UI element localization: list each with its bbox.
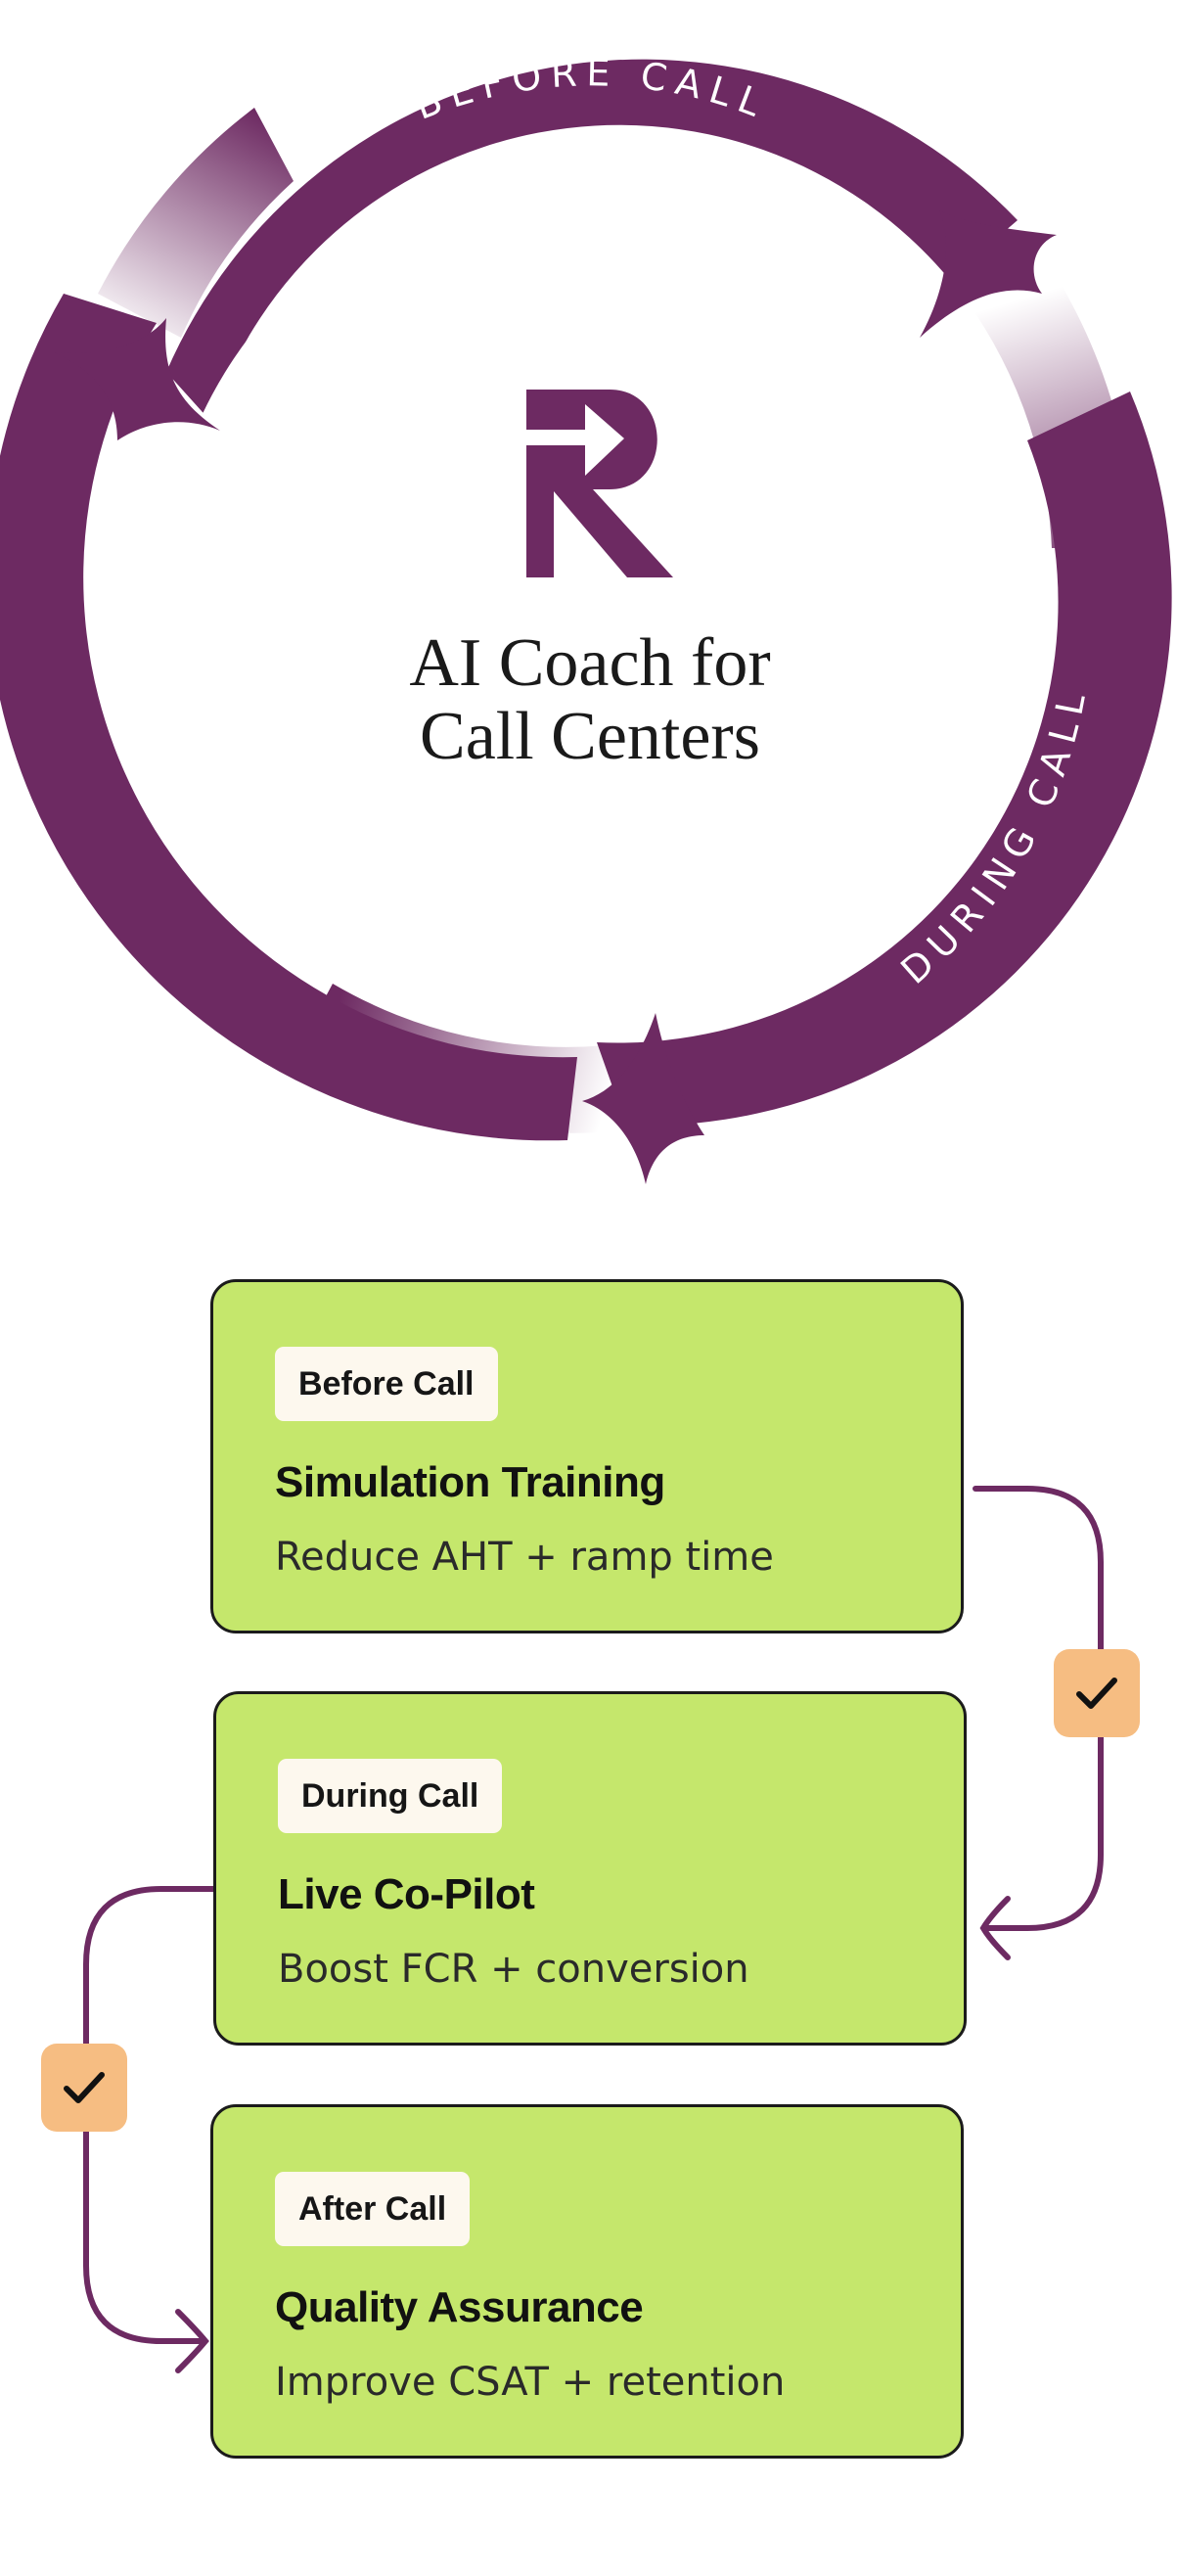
connector-arrowhead-left <box>175 2309 209 2373</box>
stage-title: Quality Assurance <box>275 2283 644 2331</box>
stage-card-before-call: Before Call Simulation Training Reduce A… <box>210 1279 964 1633</box>
center-title-line-2: Call Centers <box>420 699 760 774</box>
stage-subtitle: Boost FCR + conversion <box>278 1947 749 1992</box>
stage-card-during-call: During Call Live Co-Pilot Boost FCR + co… <box>213 1691 967 2046</box>
connector-arrowhead-right <box>979 1896 1011 1960</box>
arrowhead-before-call <box>920 210 1057 338</box>
checkmark-icon <box>1076 1678 1117 1709</box>
ring-fade-upper-left <box>98 108 294 338</box>
check-badge <box>1054 1649 1140 1737</box>
center-title-line-1: AI Coach for <box>409 625 770 701</box>
stage-title: Live Co-Pilot <box>278 1870 535 1918</box>
stage-tag: During Call <box>278 1759 503 1833</box>
stage-title: Simulation Training <box>275 1458 665 1506</box>
stage-card-after-call: After Call Quality Assurance Improve CSA… <box>210 2104 964 2459</box>
check-badge <box>41 2044 127 2132</box>
ring-segment-during-call <box>597 391 1172 1127</box>
stage-tag: After Call <box>275 2172 471 2246</box>
stage-subtitle: Improve CSAT + retention <box>275 2360 786 2405</box>
stage-subtitle: Reduce AHT + ramp time <box>275 1535 774 1580</box>
checkmark-icon <box>64 2072 105 2103</box>
stage-tag: Before Call <box>275 1347 498 1421</box>
r-play-logo-icon <box>526 390 673 577</box>
ring-fade-bottom <box>294 984 626 1133</box>
arrowhead-after-call <box>54 318 220 440</box>
stage-flow: Before Call Simulation Training Reduce A… <box>0 1204 1177 2576</box>
ring-segment-after-call <box>0 294 577 1141</box>
cycle-diagram: BEFORE CALL DURING CALL AFTER CALL AI Co… <box>0 51 1172 1184</box>
arrowhead-during-call <box>582 1013 704 1184</box>
ring-segment-before-call <box>166 59 1018 421</box>
ring-fade-right <box>954 220 1135 548</box>
